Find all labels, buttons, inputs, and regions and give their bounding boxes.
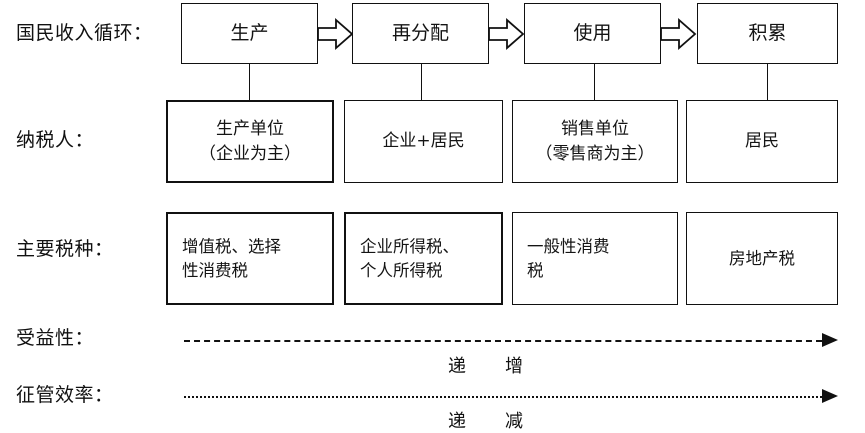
taxpayer-box-enterprises-and-residents[interactable]: 企业+居民 (344, 100, 503, 183)
main-tax-box-income-taxes[interactable]: 企业所得税、 个人所得税 (344, 212, 503, 305)
flow-stage-label: 再分配 (391, 21, 449, 44)
connector-production (249, 64, 250, 100)
taxpayer-label: 居民 (745, 131, 779, 152)
flow-arrow-production-to-redistribution (318, 18, 353, 50)
main-tax-label: 房地产税 (729, 248, 795, 268)
main-tax-box-vat-and-selective-excise[interactable]: 增值税、选择 性消费税 (166, 212, 334, 305)
flow-stage-box-production[interactable]: 生产 (181, 3, 318, 64)
row-label-national-income-flow: 国民收入循环： (16, 22, 153, 44)
flow-stage-label: 使用 (573, 21, 612, 44)
benefit-trend-arrowhead (822, 333, 838, 347)
efficiency-trend-line (184, 396, 822, 398)
flow-stage-box-redistribution[interactable]: 再分配 (352, 3, 489, 64)
taxpayer-box-sales-units[interactable]: 销售单位 （零售商为主） (512, 100, 678, 183)
benefit-trend-caption: 递 增 (448, 356, 524, 377)
flow-stage-box-use[interactable]: 使用 (524, 3, 661, 64)
taxpayer-box-residents[interactable]: 居民 (686, 100, 838, 183)
efficiency-trend-caption: 递 减 (448, 411, 524, 432)
flow-arrow-redistribution-to-use (489, 18, 525, 50)
main-tax-label: 一般性消费 税 (527, 236, 610, 280)
benefit-trend-line (184, 340, 822, 342)
connector-redistribution (421, 64, 422, 100)
row-label-taxpayer: 纳税人： (16, 129, 95, 151)
connector-accumulation (767, 64, 768, 100)
flow-arrow-use-to-accumulation (661, 18, 697, 50)
connector-use (594, 64, 595, 100)
taxpayer-box-production-units[interactable]: 生产单位 （企业为主） (166, 100, 334, 183)
main-tax-label: 增值税、选择 性消费税 (182, 236, 281, 280)
main-tax-box-real-estate-tax[interactable]: 房地产税 (686, 212, 838, 305)
main-tax-box-general-consumption-tax[interactable]: 一般性消费 税 (512, 212, 678, 305)
flow-stage-label: 积累 (748, 21, 787, 44)
row-label-benefit: 受益性： (16, 327, 95, 349)
efficiency-trend-arrowhead (822, 389, 838, 403)
taxpayer-label: 销售单位 （零售商为主） (535, 118, 655, 164)
taxpayer-label: 生产单位 （企业为主） (199, 118, 301, 164)
row-label-main-taxes: 主要税种： (16, 238, 114, 260)
taxpayer-label: 企业+居民 (382, 131, 465, 152)
flow-stage-box-accumulation[interactable]: 积累 (697, 3, 838, 64)
flow-stage-label: 生产 (230, 21, 269, 44)
main-tax-label: 企业所得税、 个人所得税 (360, 236, 459, 280)
row-label-administration-efficiency: 征管效率： (16, 384, 114, 406)
